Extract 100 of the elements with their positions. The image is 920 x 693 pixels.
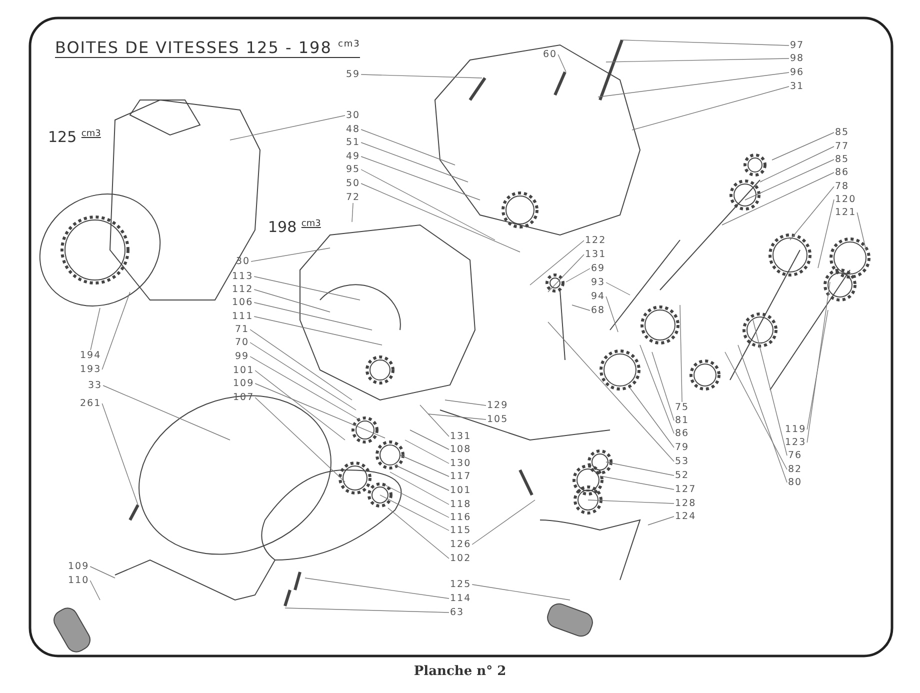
callout-number: 49: [346, 151, 360, 162]
callout-number: 86: [675, 428, 690, 439]
leader-line: [254, 276, 360, 300]
leader-line: [806, 310, 828, 430]
leader-line: [384, 484, 450, 518]
callout-number: 48: [346, 124, 360, 135]
callout-number: 105: [487, 414, 508, 425]
callout-number: 113: [232, 271, 254, 282]
callout-number: 119: [785, 424, 806, 435]
leader-line: [360, 129, 456, 166]
leader-line: [548, 254, 584, 292]
leader-line: [856, 212, 866, 250]
leader-line: [630, 388, 674, 448]
leader-line: [772, 132, 834, 160]
leader-line: [444, 400, 486, 406]
callout-number: 120: [835, 194, 856, 205]
leader-line: [760, 146, 834, 182]
leader-line: [558, 54, 566, 72]
leader-line: [652, 352, 674, 421]
leader-line: [360, 183, 520, 252]
callout-number: 95: [346, 164, 360, 175]
leader-line: [102, 292, 130, 370]
leader-line: [254, 289, 330, 312]
callout-number: 79: [675, 442, 690, 453]
callout-number: 125: [450, 579, 472, 590]
callout-number: 98: [790, 53, 804, 64]
leader-line: [572, 304, 590, 311]
diagram-title: BOITES DE VITESSES 125 - 198 $^{cm3}$: [55, 38, 360, 58]
callout-number: 72: [346, 192, 360, 203]
callout-number: 76: [788, 450, 802, 461]
leader-line: [806, 282, 830, 443]
callout-number: 130: [450, 458, 472, 469]
callout-number: 110: [68, 575, 90, 586]
callout-number: 127: [675, 484, 696, 495]
callout-number: 123: [785, 437, 806, 448]
callout-number: 96: [790, 67, 804, 78]
leader-line: [230, 115, 346, 140]
leader-line: [380, 494, 450, 531]
leader-line: [400, 454, 450, 477]
leader-line: [622, 40, 790, 46]
leader-line: [606, 58, 790, 62]
callout-number: 122: [585, 235, 606, 246]
callout-number: 115: [450, 525, 472, 536]
leader-line: [724, 352, 788, 470]
leader-line: [606, 296, 618, 332]
callout-number: 82: [788, 464, 802, 475]
callout-number: 71: [235, 324, 250, 335]
callout-number: 111: [232, 311, 254, 322]
leader-line: [254, 302, 372, 330]
leader-line: [90, 566, 116, 578]
leader-line: [394, 464, 450, 491]
callout-number: 129: [487, 400, 508, 411]
leader-line: [472, 500, 536, 545]
callout-number: 131: [585, 249, 606, 260]
leader-line: [410, 430, 450, 450]
callout-number: 112: [232, 284, 254, 295]
callout-number: 30: [236, 256, 250, 267]
callout-number: 101: [233, 365, 254, 376]
callout-number: 63: [450, 607, 464, 618]
leader-line: [250, 329, 352, 400]
leader-line: [254, 370, 346, 440]
leader-line: [250, 356, 360, 420]
leader-line: [390, 472, 450, 505]
leader-line: [404, 440, 450, 464]
leader-line: [598, 72, 790, 98]
leader-line: [680, 304, 682, 402]
callout-number: 261: [80, 398, 102, 409]
callout-number: 117: [450, 471, 472, 482]
callout-number: 68: [591, 305, 606, 316]
leader-line: [744, 159, 834, 200]
leader-line: [254, 383, 386, 438]
callout-number: 116: [450, 512, 472, 523]
leader-line: [530, 240, 584, 286]
callout-number: 193: [80, 364, 102, 375]
callout-number: 108: [450, 444, 472, 455]
callout-number: 118: [450, 499, 472, 510]
leader-line: [790, 186, 834, 240]
callout-number: 80: [788, 477, 802, 488]
callout-number: 109: [68, 561, 90, 572]
leader-line: [588, 500, 674, 504]
leader-line: [738, 344, 788, 483]
callout-number: 51: [346, 137, 360, 148]
leader-line: [254, 316, 382, 346]
leader-line: [818, 199, 834, 268]
callout-number: 50: [346, 178, 360, 189]
callout-number: 106: [232, 297, 254, 308]
callout-number: 31: [790, 81, 804, 92]
leader-line: [360, 156, 480, 200]
leader-line: [388, 508, 450, 559]
leader-line: [284, 608, 450, 613]
leader-line: [752, 320, 788, 456]
callout-number: 69: [591, 263, 606, 274]
callout-number: 114: [450, 593, 472, 604]
callout-number: 93: [591, 277, 606, 288]
leader-line: [250, 248, 330, 262]
leader-line: [304, 578, 450, 599]
leader-line: [722, 172, 834, 226]
callout-number: 94: [591, 291, 606, 302]
leader-line: [648, 516, 674, 526]
leader-line: [548, 322, 674, 462]
